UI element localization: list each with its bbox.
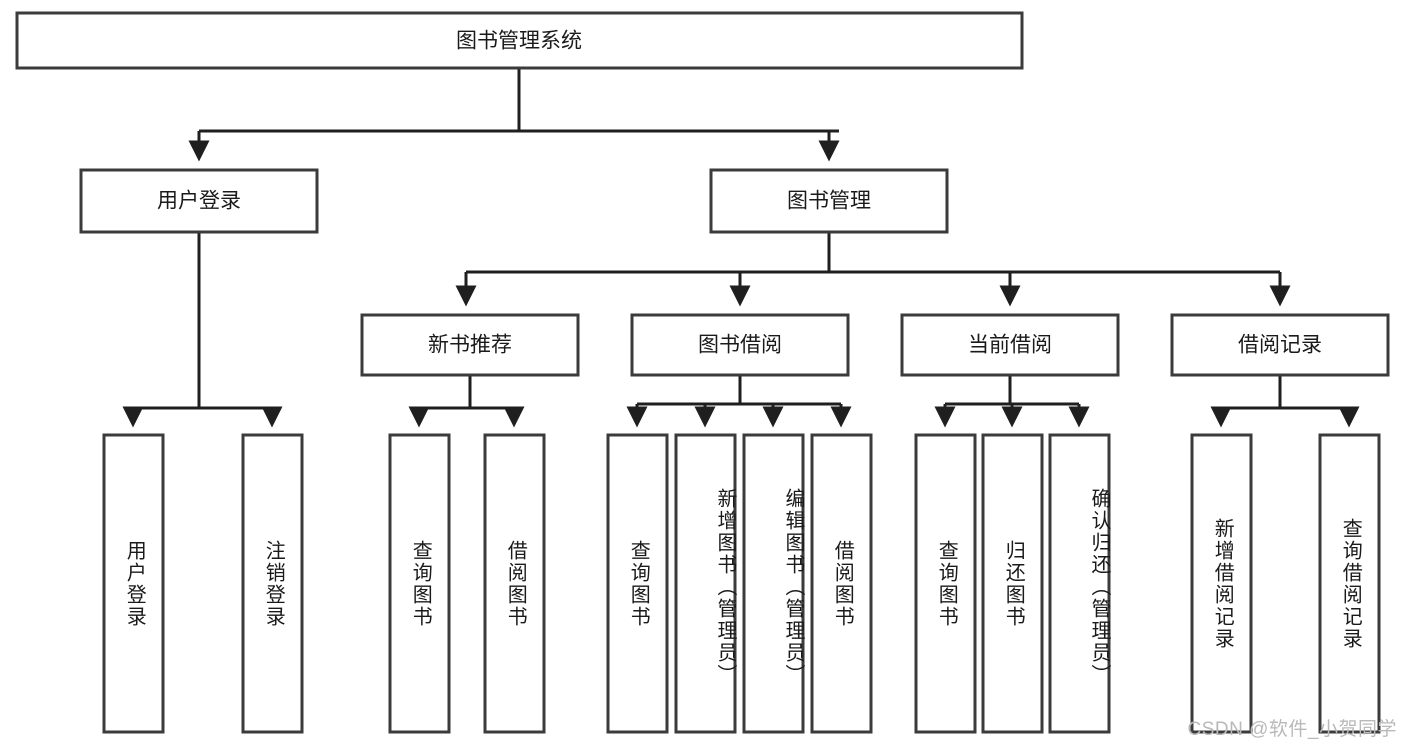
connector-group-user-login xyxy=(122,232,283,428)
leaf-boxes xyxy=(102,433,1381,734)
leaf-box-add-book-admin[interactable] xyxy=(674,433,737,734)
node-new-book-recommend[interactable]: 新书推荐 xyxy=(360,313,580,377)
leaf-box-edit-book-admin[interactable] xyxy=(742,433,805,734)
leaf-box-query-book-borrow[interactable] xyxy=(606,433,669,734)
connector-group-borrow xyxy=(626,375,852,428)
connector-group-records xyxy=(1210,375,1360,428)
leaf-box-query-book-current[interactable] xyxy=(914,433,977,734)
leaf-box-query-borrow-record[interactable] xyxy=(1318,433,1381,734)
leaf-box-return-book[interactable] xyxy=(981,433,1044,734)
node-current-borrow-box[interactable] xyxy=(900,313,1120,377)
node-new-book-recommend-box[interactable] xyxy=(360,313,580,377)
leaf-box-borrow-book[interactable] xyxy=(810,433,873,734)
node-book-borrow-box[interactable] xyxy=(630,313,850,377)
node-borrow-records-label: 借阅记录 xyxy=(1238,334,1322,357)
connector-group-current xyxy=(934,375,1090,428)
leaf-box-confirm-return-admin[interactable] xyxy=(1048,433,1111,734)
node-borrow-records-box[interactable] xyxy=(1170,313,1390,377)
node-book-management-label: 图书管理 xyxy=(787,190,871,213)
leaf-box-borrow-book-new[interactable] xyxy=(483,433,546,734)
leaf-box-logout[interactable] xyxy=(241,433,304,734)
node-user-login[interactable]: 用户登录 xyxy=(79,168,319,234)
node-book-management-box[interactable] xyxy=(709,168,949,234)
leaf-box-user-login[interactable] xyxy=(102,433,165,734)
node-current-borrow-label: 当前借阅 xyxy=(968,334,1052,357)
leaf-box-query-book-new[interactable] xyxy=(388,433,451,734)
connector-group-root xyxy=(188,68,840,162)
node-book-borrow-label: 图书借阅 xyxy=(698,334,782,357)
node-root[interactable]: 图书管理系统 xyxy=(15,11,1024,70)
node-new-book-recommend-label: 新书推荐 xyxy=(428,334,512,357)
watermark-text: CSDN @软件_小贺同学 xyxy=(1187,719,1397,740)
node-root-label: 图书管理系统 xyxy=(456,30,582,53)
node-book-borrow[interactable]: 图书借阅 xyxy=(630,313,850,377)
leaf-box-add-borrow-record[interactable] xyxy=(1190,433,1253,734)
node-book-management[interactable]: 图书管理 xyxy=(709,168,949,234)
connector-group-book-mgmt xyxy=(455,232,1291,307)
node-user-login-label: 用户登录 xyxy=(157,190,241,213)
node-root-box[interactable] xyxy=(15,11,1024,70)
node-user-login-box[interactable] xyxy=(79,168,319,234)
node-current-borrow[interactable]: 当前借阅 xyxy=(900,313,1120,377)
connector-group-new-books xyxy=(408,375,525,428)
node-borrow-records[interactable]: 借阅记录 xyxy=(1170,313,1390,377)
